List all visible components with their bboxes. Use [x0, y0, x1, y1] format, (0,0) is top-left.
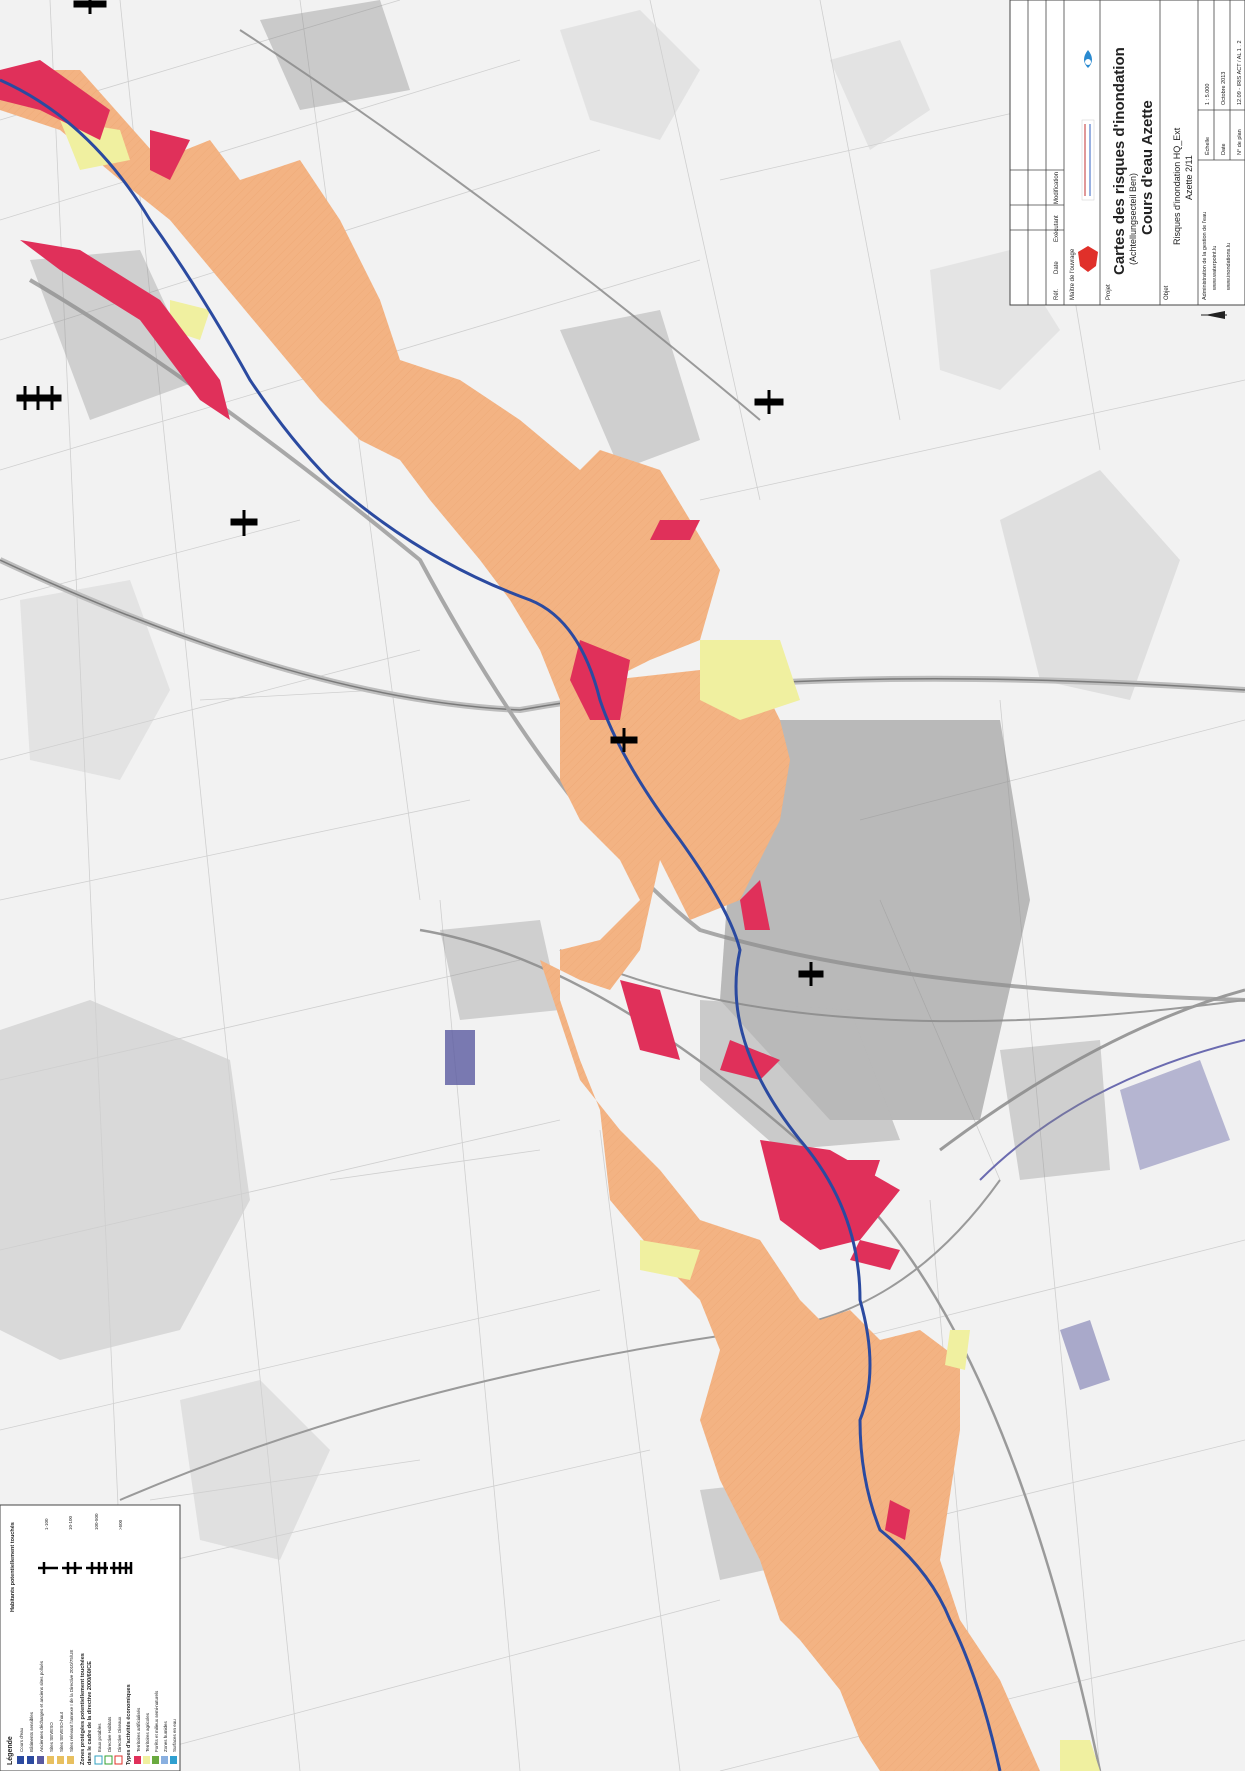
revision-table	[1010, 0, 1065, 305]
person-marker	[230, 510, 258, 536]
legend-activity-title: Types d'activités économiques	[126, 1684, 132, 1765]
ministry-logo	[1081, 119, 1095, 201]
legend-item-0: Cours d'eau	[19, 1727, 24, 1752]
agricultural-zones	[60, 120, 1100, 1771]
legend-protected-subtitle: dans le cadre de la directive 2000/60/CE	[87, 1661, 93, 1765]
rev-col-ref: Réf.	[1054, 289, 1060, 300]
blue-areas	[445, 1030, 1230, 1390]
admin-url[interactable]: www.waterpoint.lu	[1212, 246, 1218, 291]
legend-activity-1: Territoires agricoles	[145, 1712, 150, 1752]
legend-swatches-1	[17, 1756, 74, 1764]
legend-protected-2: Directive Oiseaux	[117, 1716, 122, 1752]
luxembourg-lion-logo	[1078, 246, 1098, 272]
object-label: Objet	[1164, 285, 1170, 300]
water-drop-logo	[1084, 50, 1092, 68]
plan-value: 12.09 - IRIS ACT / AL 1 . 2	[1237, 40, 1243, 105]
legend: Légende Cours d'eau Bâtiments sensibles …	[0, 1504, 181, 1771]
legend-inhabitants-title: Habitants potentiellement touchés	[10, 1522, 16, 1612]
legend-swatches-3	[134, 1756, 177, 1764]
map-title: Cartes des risques d'inondation	[1111, 47, 1128, 275]
inhabitants-markers	[16, 0, 824, 986]
echelle-label: Échelle	[1204, 137, 1211, 155]
legend-protected-title: Zones protégées potentiellement touchées	[80, 1653, 86, 1765]
title-block: Réf. Date Exécutant Modification Maître …	[1009, 0, 1245, 306]
legend-inhabitants-0: 1-100	[44, 1518, 49, 1530]
plan-label: N° de plan	[1237, 129, 1243, 155]
legend-activity-2: Forêts et milieux semi-naturels	[154, 1690, 159, 1752]
person-marker-multi	[16, 386, 62, 410]
built-up-areas	[30, 0, 1110, 1580]
project-label: Projet	[1106, 284, 1112, 300]
admin-label: Administration de la gestion de l'eau	[1202, 212, 1208, 300]
rev-col-executant: Exécutant	[1054, 215, 1060, 242]
legend-item-2: Anciennes décharges et anciens sites pol…	[39, 1660, 44, 1752]
legend-item-4: Sites SEVESO-haut	[59, 1711, 64, 1752]
north-arrow-icon	[1201, 311, 1227, 319]
legend-activity-4: Surfaces en eau	[172, 1719, 177, 1752]
legend-inhabitants-3: >500	[118, 1519, 123, 1530]
legend-protected-1: Directive Habitats	[107, 1716, 112, 1752]
plan-info-table	[1198, 0, 1245, 161]
echelle-value: 1 : 5.000	[1205, 84, 1211, 105]
flood-zone	[0, 70, 1040, 1771]
person-marker	[610, 728, 638, 752]
object-sheet: Azette 2/11	[1184, 155, 1194, 200]
date-value: Octobre 2013	[1221, 72, 1227, 105]
legend-inhabitants-1: 10-100	[68, 1515, 73, 1530]
legend-activity-3: Zones humides	[163, 1720, 168, 1752]
legend-item-3: Sites SEVESO	[49, 1722, 54, 1752]
date-label: Date	[1221, 143, 1227, 155]
legend-activity-0: Territoires artificialisés	[136, 1707, 141, 1752]
person-marker	[798, 962, 824, 986]
legend-title: Légende	[7, 1736, 14, 1765]
river-azette	[0, 78, 1002, 1771]
legend-protected-0: Eaux potables	[97, 1723, 102, 1752]
object-value: Risques d'inondation HQ_Ext	[1172, 127, 1182, 245]
legend-inhabitants-2: 100-500	[94, 1513, 99, 1530]
map-subtitle: (Achtellungsecteil Ben)	[1128, 173, 1138, 265]
person-marker	[754, 390, 784, 414]
legend-item-1: Bâtiments sensibles	[29, 1711, 34, 1752]
admin-url-2[interactable]: www.inondations.lu	[1226, 243, 1232, 291]
course-title: Cours d'eau Azette	[1139, 100, 1156, 235]
legend-inhabitant-icons	[38, 1562, 133, 1574]
legend-item-5: Sites relevant l'annexe I de la Directiv…	[69, 1650, 74, 1752]
rev-col-date: Date	[1054, 261, 1060, 274]
rev-col-modification: Modification	[1054, 172, 1060, 204]
person-marker	[73, 0, 107, 14]
legend-swatches-2	[94, 1755, 123, 1765]
owner-label: Maître de l'ouvrage	[1070, 248, 1076, 300]
